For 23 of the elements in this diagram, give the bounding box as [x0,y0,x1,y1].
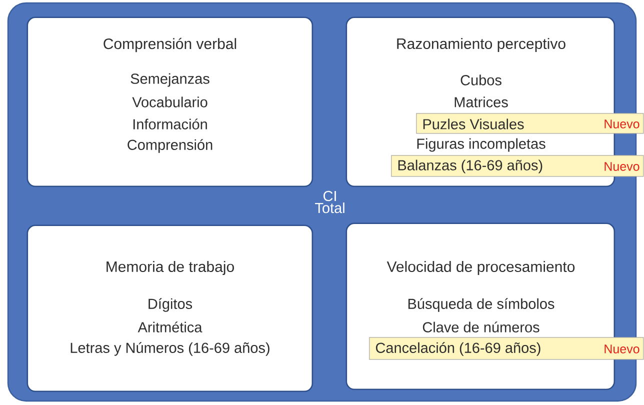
subtest-name: Clave de números [422,322,540,332]
subtest-name: Dígitos [148,298,192,312]
card-heading: Comprensión verbal [104,38,236,52]
subtest-name: Búsqueda de símbolos [408,298,554,312]
new-label: Nuevo [604,162,640,171]
new-label: Nuevo [604,120,640,128]
subtest-name: Aritmética [138,322,202,332]
card-heading: Memoria de trabajo [106,261,234,275]
subtest-name: Cubos [460,74,502,86]
subtest-name: Cancelación (16-69 años) [376,342,540,356]
card-heading: Razonamiento perceptivo [397,38,566,52]
card-heading: Velocidad de procesamiento [386,261,575,275]
subtest-name: Vocabulario [132,96,208,108]
subtest-name: Letras y Números (16-69 años) [70,342,270,356]
subtest-name: Semejanzas [130,73,210,87]
subtest-name: Figuras incompletas [417,138,546,152]
subtest-name: Puzles Visuales [423,118,524,130]
new-label: Nuevo [604,344,640,354]
center-label: CI Total [315,190,344,214]
subtest-name: Información [133,118,207,130]
subtest-name: Balanzas (16-69 años) [398,160,542,174]
subtest-name: Matrices [454,96,508,108]
subtest-name: Comprensión [128,139,212,153]
